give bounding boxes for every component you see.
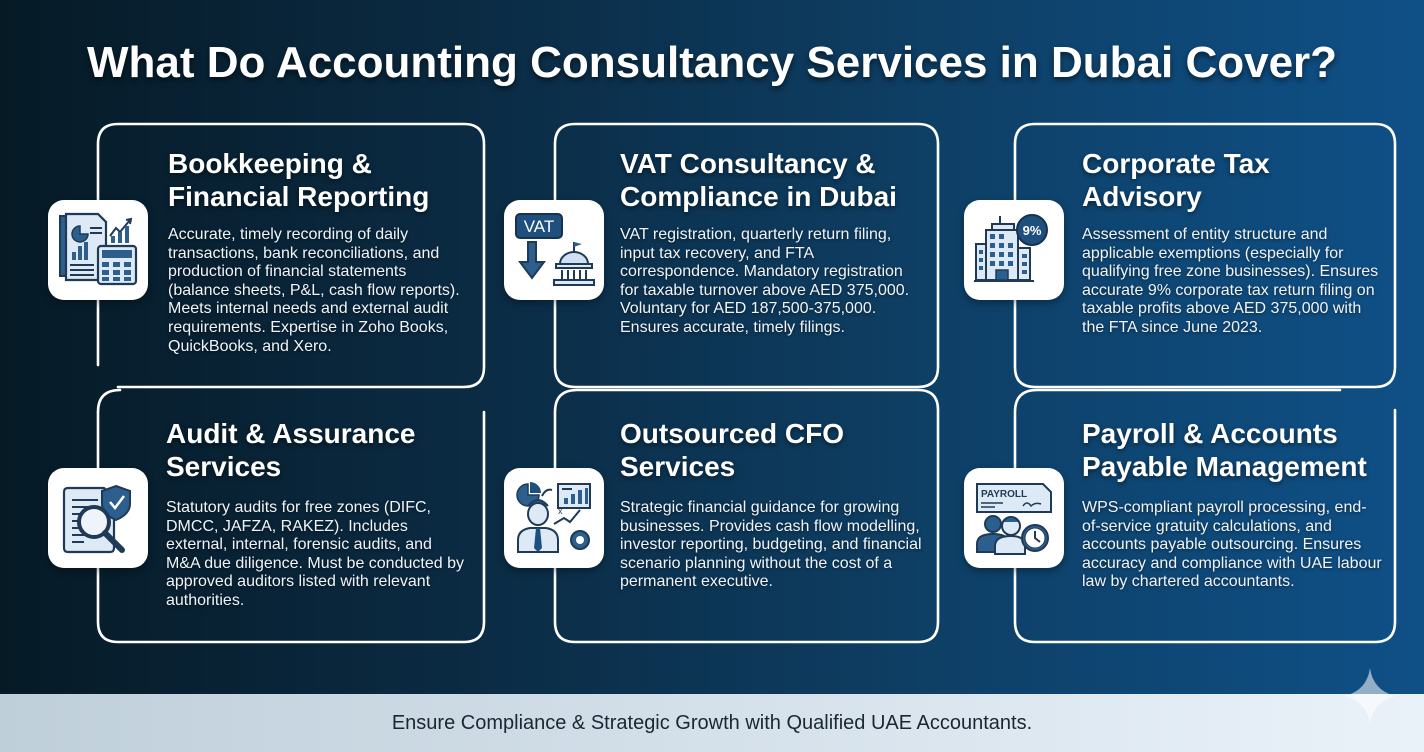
card-heading: Payroll & Accounts Payable Management bbox=[1082, 418, 1367, 482]
vat-government-building-icon: VAT bbox=[504, 200, 604, 300]
sparkle-icon bbox=[1345, 668, 1395, 724]
card-description: Assessment of entity structure and appli… bbox=[1082, 226, 1379, 336]
card-description: VAT registration, quarterly return filin… bbox=[620, 226, 910, 336]
card-description: Statutory audits for free zones (DIFC, D… bbox=[166, 499, 464, 609]
card-heading: Corporate Tax Advisory bbox=[1082, 148, 1270, 212]
executive-strategy-chart-icon: x bbox=[504, 468, 604, 568]
svg-text:x: x bbox=[558, 506, 563, 516]
payroll-icon-label: PAYROLL bbox=[981, 489, 1027, 500]
card-heading: Outsourced CFO Services bbox=[620, 418, 845, 482]
office-building-percent-icon: 9% bbox=[964, 200, 1064, 300]
footer-banner: Ensure Compliance & Strategic Growth wit… bbox=[0, 694, 1424, 752]
percent-icon-label: 9% bbox=[1023, 223, 1042, 238]
card-heading: Bookkeeping & Financial Reporting bbox=[168, 148, 430, 212]
footer-tagline: Ensure Compliance & Strategic Growth wit… bbox=[391, 711, 1033, 734]
card-heading: VAT Consultancy & Compliance in Dubai bbox=[620, 148, 897, 212]
card-heading: Audit & Assurance Services bbox=[166, 418, 416, 482]
payroll-cheque-employees-clock-icon: PAYROLL bbox=[964, 468, 1064, 568]
document-magnifier-shield-icon bbox=[48, 468, 148, 568]
page-title: What Do Accounting Consultancy Services … bbox=[86, 38, 1338, 87]
financial-report-calculator-icon bbox=[48, 200, 148, 300]
card-description: Strategic financial guidance for growing… bbox=[620, 499, 922, 591]
vat-icon-label: VAT bbox=[524, 217, 555, 236]
card-description: WPS-compliant payroll processing, end-of… bbox=[1082, 499, 1382, 591]
card-description: Accurate, timely recording of daily tran… bbox=[168, 226, 460, 355]
